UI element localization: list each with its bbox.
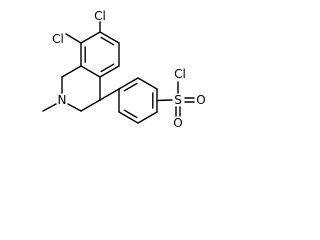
double-bond-ring-c-5 [123,109,138,119]
bond-n-methyl [42,103,57,112]
double-bond-ring-a-3 [100,63,115,73]
double-bond-ring-a-1 [100,36,115,46]
nitrogen-label: N [58,93,67,107]
bond-c8-cl [65,33,82,44]
bond-ring-b-4 [80,99,101,112]
bond-ring-b-3 [67,103,82,112]
chlorine-top-label: Cl [94,9,106,23]
bond-ring-a-4 [80,65,101,78]
oxygen-2-label: O [196,93,205,107]
double-bond-ring-c-1 [123,82,138,92]
oxygen-1-label: O [173,116,182,130]
bond-c4-phenyl [99,88,120,101]
bond-ring-c-5 [118,111,139,124]
sulfur-label: S [174,93,182,107]
sulfonyl-chlorine-label: Cl [174,67,186,81]
bond-ring-a-3 [99,65,120,78]
bond-ring-c-1 [118,77,139,90]
chlorine-left-label: Cl [52,32,64,46]
bond-ring-a-6 [80,31,101,44]
bond-ring-a-1 [99,31,120,44]
bond-ring-c-4 [137,111,158,124]
bond-ring-c-2 [137,77,158,90]
bond-phenyl-s [156,99,173,102]
bond-ring-b-1 [61,65,82,78]
